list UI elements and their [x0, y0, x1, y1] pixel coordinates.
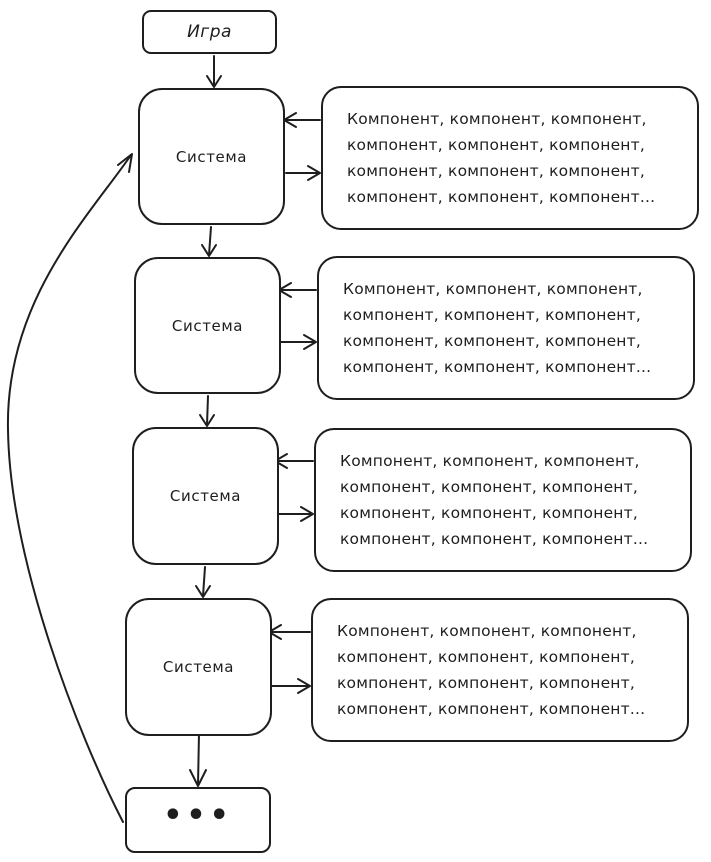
components-box-1: Компонент, компонент, компонент, компоне…: [321, 86, 699, 230]
arrow-system-2-to-system-3: [206, 395, 209, 426]
system-label-2: Система: [171, 316, 244, 335]
arrow-system-1-to-system-2: [208, 226, 212, 256]
components-box-3: Компонент, компонент, компонент, компоне…: [314, 428, 692, 572]
arrowhead-system-1-to-components-1: [307, 165, 321, 181]
components-text-2: Компонент, компонент, компонент, компоне…: [343, 280, 652, 376]
system-label-3: Система: [169, 487, 242, 505]
arrowhead-system-3-to-system-4: [195, 585, 211, 598]
arrow-system-4-to-ellipsis: [197, 732, 200, 786]
components-text-3: Компонент, компонент, компонент, компоне…: [340, 452, 649, 548]
system-box-1: Система: [138, 88, 285, 225]
arrowhead-system-2-to-components-2: [303, 334, 317, 350]
arrowhead-system-1-to-system-2: [201, 244, 217, 257]
arrow-system-3-to-system-4: [202, 566, 206, 597]
arrowhead-system-2-to-system-3: [199, 414, 215, 427]
loop-back-arrowhead: [117, 153, 133, 173]
ellipsis-label: •••: [163, 798, 233, 833]
arrowhead-system-4-to-ellipsis: [189, 769, 207, 787]
continuation-box: •••: [125, 787, 271, 853]
components-text-4: Компонент, компонент, компонент, компоне…: [337, 622, 646, 718]
components-box-2: Компонент, компонент, компонент, компоне…: [317, 256, 695, 400]
system-label-1: Система: [175, 147, 248, 166]
arrowhead-system-4-to-components-4: [297, 678, 311, 694]
system-label-4: Система: [162, 658, 235, 676]
system-box-2: Система: [134, 257, 281, 394]
components-box-4: Компонент, компонент, компонент, компоне…: [311, 598, 689, 742]
system-box-3: Система: [132, 427, 279, 565]
system-box-4: Система: [125, 598, 272, 736]
arrowhead-system-3-to-components-3: [300, 506, 314, 522]
arrowhead-game-to-system-1: [206, 75, 222, 88]
game-box: Игра: [142, 10, 277, 54]
game-label: Игра: [187, 22, 232, 42]
loop-back-arrow: [6, 154, 132, 823]
components-text-1: Компонент, компонент, компонент, компоне…: [347, 110, 656, 206]
